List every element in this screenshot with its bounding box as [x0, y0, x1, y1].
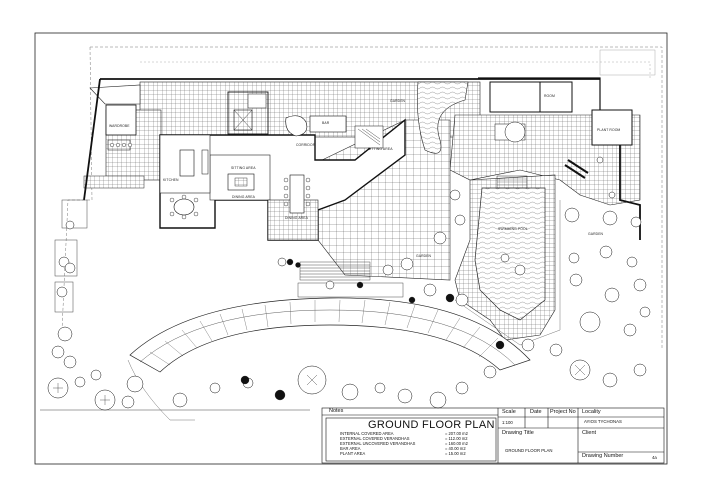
room-label-dining-area-1: DINING AREA	[232, 195, 255, 199]
room-label-corridor: CORRIDOR	[296, 143, 316, 147]
room-label-room: ROOM	[544, 94, 555, 98]
area-value: = 112.00 m2	[445, 436, 468, 441]
bar-counter	[309, 115, 347, 133]
area-value: = 207.00 m2	[445, 431, 468, 436]
area-name: EXTERNAL COVERED VERANDHAS	[340, 436, 410, 441]
dining-table	[289, 174, 305, 214]
room-label-garden-mid: GARDEN	[416, 254, 432, 258]
room-label-garden-top: GARDEN	[390, 99, 406, 103]
drawing-number-value: 4a	[652, 455, 657, 460]
area-value: = 15.00 m2	[445, 451, 466, 456]
area-value: = 40.00 m2	[445, 446, 466, 451]
room-label-swimming-pool: SWIMMING POOL	[498, 227, 528, 231]
scale-value: 1:100	[502, 420, 513, 425]
sheet-border	[34, 32, 668, 465]
room-right	[489, 81, 541, 113]
room-label-bar: BAR	[322, 121, 330, 125]
garden-lawn	[417, 81, 469, 154]
plant-room	[591, 109, 633, 146]
room-label-kitchen: KITCHEN	[163, 178, 179, 182]
area-name: PLANT AREA	[340, 451, 366, 456]
scale-label: Scale	[502, 409, 516, 415]
date-label: Date	[530, 409, 542, 415]
wardrobe-room	[105, 104, 137, 136]
locality-value: AYIOS TYCHONAS	[584, 419, 622, 424]
drawing-number-label: Drawing Number	[582, 453, 624, 459]
drawing-title-label: Drawing Title	[502, 430, 534, 436]
room-label-sitting-area-2: SITTING AREA	[231, 166, 256, 170]
room-label-dining-area-2: DINING AREA	[285, 216, 308, 220]
kitchen-island	[179, 149, 195, 177]
title-block	[321, 407, 665, 464]
room-label-sitting-area-1: SITTING AREA	[368, 147, 393, 151]
locality-label: Locality	[582, 409, 601, 415]
client-label: Client	[582, 430, 597, 436]
driveway	[129, 297, 531, 373]
area-name: EXTERNAL UNCOVERED VERANDHAS	[340, 441, 416, 446]
project-number-label: Project No	[550, 409, 576, 415]
area-name: BAR AREA	[340, 446, 361, 451]
swimming-pool	[474, 187, 546, 321]
notes-label: Notes	[329, 408, 344, 414]
room-label-plant-room: PLANT ROOM	[597, 128, 621, 132]
area-value: = 160.00 m2	[445, 441, 468, 446]
round-table	[173, 198, 195, 216]
bar-island	[285, 115, 308, 137]
drawing-title-value: GROUND FLOOR PLAN	[505, 448, 553, 453]
room-label-wardrobe: WARDROBE	[109, 124, 130, 128]
plan-title: GROUND FLOOR PLAN	[368, 419, 495, 431]
room-label-garden-right: GARDEN	[588, 232, 604, 236]
area-name: INTERNAL COVERED AREA	[340, 431, 394, 436]
